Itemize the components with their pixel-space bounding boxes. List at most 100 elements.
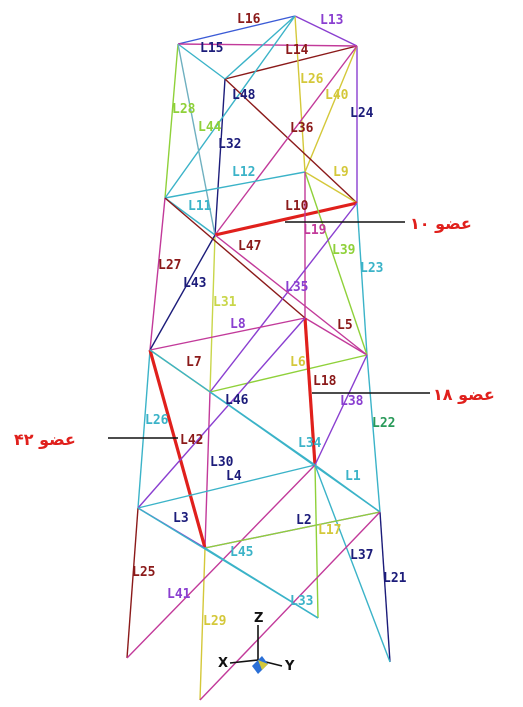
label-l3: L3	[173, 511, 189, 526]
label-l5: L5	[337, 318, 353, 333]
member-l6	[209, 354, 368, 393]
member-l32	[214, 78, 226, 236]
member-l33	[314, 464, 319, 619]
label-l30: L30	[210, 455, 234, 470]
member-l27	[149, 197, 166, 351]
member-l8	[149, 317, 306, 351]
annotation-member42: عضو ۴۲	[14, 430, 76, 449]
member-l33b	[204, 547, 319, 619]
member-l25	[126, 507, 139, 659]
label-l1: L1	[345, 469, 361, 484]
label-l29: L29	[203, 614, 226, 629]
label-l28: L28	[172, 102, 196, 117]
label-l2: L2	[296, 513, 312, 528]
label-l26-lower: L26	[145, 413, 169, 428]
label-l36: L36	[290, 121, 314, 136]
label-l38: L38	[340, 394, 364, 409]
label-l41: L41	[167, 587, 191, 602]
label-l16: L16	[237, 12, 261, 27]
label-l21: L21	[383, 571, 407, 586]
member-top-diag-a	[177, 43, 358, 47]
member-l10	[214, 201, 358, 237]
label-l10: L10	[285, 199, 309, 214]
member-l35b	[214, 234, 368, 356]
axis-triad: Z X Y	[218, 611, 295, 674]
member-l47	[164, 197, 306, 319]
label-l12: L12	[232, 165, 255, 180]
member-annotations: عضو ۱۰ عضو ۱۸ عضو ۴۲	[14, 214, 495, 449]
label-l31: L31	[213, 295, 237, 310]
label-l39: L39	[332, 243, 355, 258]
member-l17	[204, 511, 381, 549]
member-l36b	[214, 45, 358, 236]
label-l48: L48	[232, 88, 256, 103]
member-l23	[356, 202, 368, 356]
label-l8: L8	[230, 317, 246, 332]
member-l30	[204, 391, 211, 549]
axis-x-label: X	[218, 656, 228, 671]
member-l37b	[199, 511, 381, 701]
member-l40	[294, 15, 306, 173]
axis-y-label: Y	[284, 659, 295, 674]
label-l43: L43	[183, 276, 206, 291]
member-l1	[314, 464, 381, 513]
label-l46: L46	[225, 393, 249, 408]
member-l15	[177, 43, 226, 80]
label-l37: L37	[350, 548, 373, 563]
label-l17: L17	[318, 523, 341, 538]
member-l12	[164, 171, 306, 199]
member-l26-leg	[137, 349, 151, 509]
member-top-diag-b	[224, 15, 296, 80]
member-l39	[304, 171, 368, 356]
label-l18: L18	[313, 374, 337, 389]
member-l26	[304, 45, 358, 173]
label-l34: L34	[298, 436, 322, 451]
member-l5	[304, 317, 368, 356]
truss-members	[126, 15, 391, 701]
annotation-leaders	[108, 221, 430, 439]
label-l35: L35	[285, 280, 308, 295]
label-l44: L44	[198, 120, 222, 135]
label-l32: L32	[218, 137, 241, 152]
member-l29	[199, 547, 206, 701]
member-l18	[303, 317, 317, 466]
member-l36	[224, 78, 358, 204]
label-l47: L47	[238, 239, 261, 254]
member-l16	[177, 15, 296, 45]
annotation-member10: عضو ۱۰	[410, 214, 472, 233]
label-l7: L7	[186, 355, 202, 370]
label-l14: L14	[285, 43, 309, 58]
member-l35	[209, 202, 358, 393]
annotation-member18: عضو ۱۸	[433, 385, 495, 404]
member-labels: L16 L13 L15 L14 L26 L40 L28 L48 L44 L24 …	[132, 12, 407, 629]
member-l34b	[149, 349, 316, 466]
member-l37	[314, 464, 391, 663]
member-l21	[379, 511, 391, 663]
axis-x-line	[229, 659, 259, 664]
member-l34	[314, 354, 368, 466]
label-l4: L4	[226, 469, 242, 484]
label-l15: L15	[200, 41, 223, 56]
label-l22: L22	[372, 416, 395, 431]
label-l25: L25	[132, 565, 155, 580]
member-l14	[224, 45, 358, 80]
label-l23: L23	[360, 261, 383, 276]
member-l9	[304, 171, 358, 204]
member-l48	[164, 15, 296, 199]
member-l13	[294, 15, 358, 47]
member-l44	[177, 43, 216, 236]
label-l45: L45	[230, 545, 253, 560]
member-l46	[137, 317, 306, 509]
label-l42: L42	[180, 433, 203, 448]
label-l6: L6	[290, 355, 306, 370]
member-l28	[164, 43, 179, 199]
label-l40: L40	[325, 88, 349, 103]
label-l33: L33	[290, 594, 313, 609]
member-l11	[164, 197, 216, 236]
member-l4	[137, 464, 316, 509]
member-l41	[126, 464, 316, 659]
member-l43	[149, 234, 216, 351]
member-l42	[148, 349, 207, 549]
member-l31	[209, 234, 216, 393]
